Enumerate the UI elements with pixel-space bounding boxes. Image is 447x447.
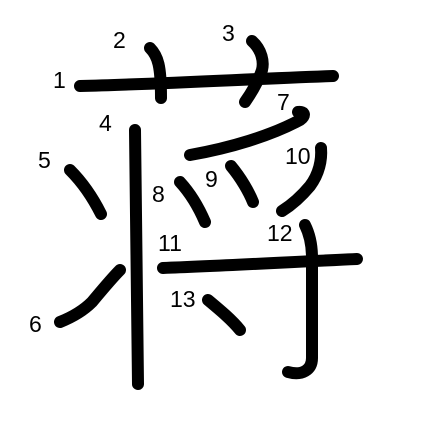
stroke-number-5: 5 bbox=[38, 147, 51, 173]
stroke-11 bbox=[157, 253, 363, 274]
character-strokes bbox=[54, 35, 363, 390]
stroke-number-9: 9 bbox=[205, 166, 218, 192]
stroke-number-1: 1 bbox=[53, 67, 66, 93]
stroke-number-7: 7 bbox=[277, 89, 290, 115]
stroke-number-8: 8 bbox=[152, 181, 165, 207]
stroke-5 bbox=[64, 164, 107, 220]
stroke-9 bbox=[225, 160, 259, 208]
stroke-number-13: 13 bbox=[170, 286, 196, 312]
stroke-3 bbox=[239, 35, 269, 108]
stroke-6 bbox=[54, 264, 126, 328]
stroke-number-6: 6 bbox=[29, 311, 42, 337]
stroke-number-11: 11 bbox=[158, 230, 182, 256]
stroke-number-10: 10 bbox=[285, 143, 311, 169]
stroke-number-3: 3 bbox=[222, 20, 235, 46]
stroke-number-labels: 1 2 3 4 5 6 7 8 9 10 11 12 13 bbox=[29, 20, 311, 337]
stroke-8 bbox=[174, 176, 211, 228]
stroke-13 bbox=[202, 294, 246, 336]
stroke-number-12: 12 bbox=[267, 220, 293, 246]
stroke-12 bbox=[282, 219, 318, 380]
stroke-10 bbox=[276, 142, 328, 217]
stroke-2 bbox=[144, 42, 167, 104]
stroke-number-2: 2 bbox=[113, 27, 126, 53]
stroke-7 bbox=[184, 105, 310, 161]
stroke-number-4: 4 bbox=[99, 110, 112, 136]
stroke-4 bbox=[129, 124, 144, 390]
stroke-1 bbox=[74, 70, 339, 92]
